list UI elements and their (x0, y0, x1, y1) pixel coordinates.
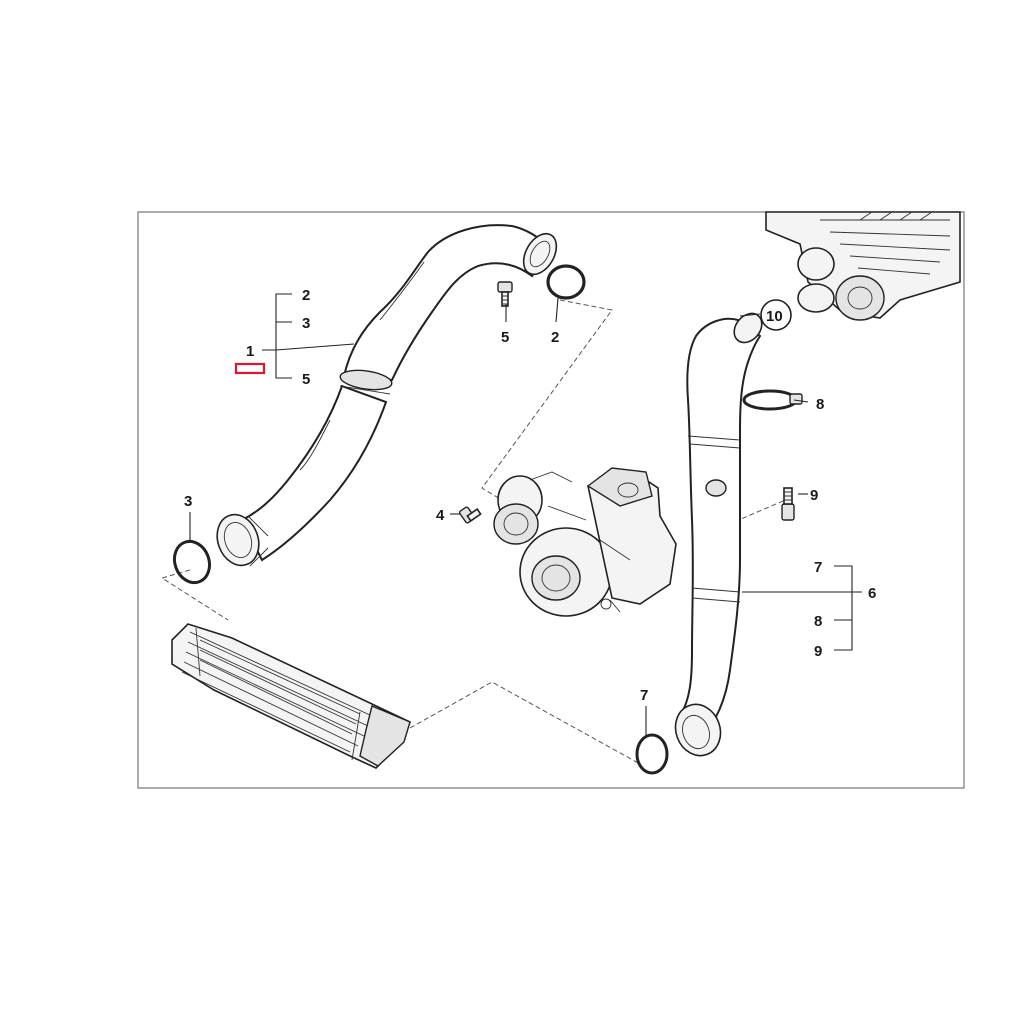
callout-10: 10 (766, 308, 783, 325)
callout-9: 9 (810, 487, 818, 504)
hose-inlet-end (216, 513, 269, 567)
key-label-9: 9 (814, 643, 822, 660)
turbocharger (493, 467, 677, 617)
callout-circle-10 (760, 299, 792, 331)
key-label-8: 8 (814, 613, 822, 630)
hose-clamp-8 (742, 389, 803, 411)
screw-5 (497, 281, 513, 307)
red-marker (234, 362, 266, 375)
key-label-7: 7 (814, 559, 822, 576)
callout-3: 3 (184, 493, 192, 510)
key-label-1: 1 (246, 343, 254, 360)
parts-key-bracket-right (742, 565, 862, 651)
intercooler (171, 623, 412, 769)
callout-7: 7 (640, 687, 648, 704)
parts-key-bracket-left (262, 293, 355, 379)
key-label-2: 2 (302, 287, 310, 304)
bolt-4 (458, 506, 482, 524)
key-label-3: 3 (302, 315, 310, 332)
callout-8: 8 (816, 396, 824, 413)
o-ring-3 (172, 539, 212, 585)
o-ring-2 (546, 264, 586, 300)
charge-air-hose-upper (339, 224, 558, 395)
diagram-frame (137, 211, 965, 789)
o-ring-7 (635, 733, 669, 775)
key-label-5: 5 (302, 371, 310, 388)
callout-4: 4 (436, 507, 445, 524)
callout-5: 5 (501, 329, 509, 346)
key-label-6: 6 (868, 585, 876, 602)
sensor-9 (781, 487, 795, 521)
leader-lines (189, 297, 809, 736)
callout-2: 2 (551, 329, 559, 346)
charge-air-hose-highlighted (240, 384, 388, 562)
intake-manifold (765, 211, 961, 321)
charge-air-pipe-6 (674, 312, 763, 757)
